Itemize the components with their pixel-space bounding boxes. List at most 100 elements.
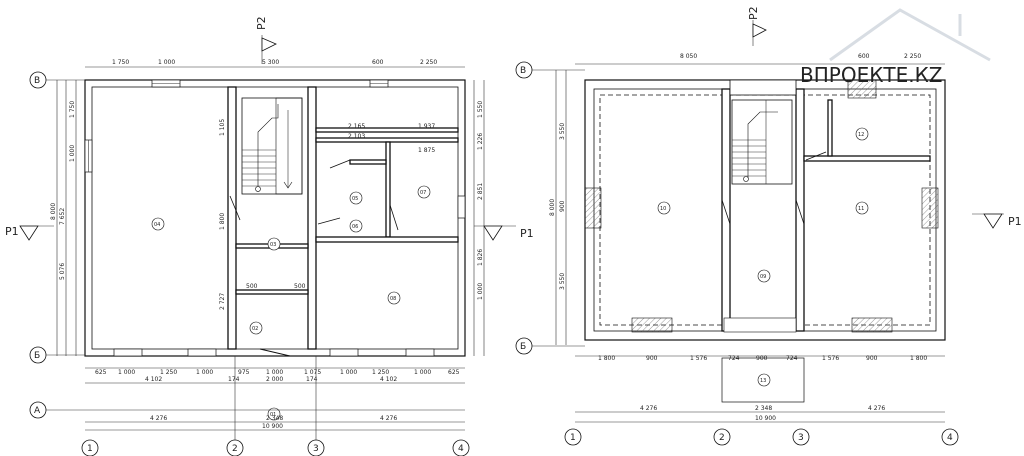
dim-text: 1 000	[266, 369, 283, 376]
axis-markers-right: В Б 1 2 3 4	[515, 61, 959, 446]
dim-text: 1 226	[477, 133, 484, 150]
bottom-dimensions-left: 625 1 000 1 250 1 000 975 1 000 1 075 1 …	[85, 367, 465, 431]
axis-label: Б	[34, 351, 40, 361]
dim-text: 7 652	[59, 208, 66, 225]
dim-text: 8 050	[680, 53, 697, 60]
dim-text: 1 000	[196, 369, 213, 376]
top-dimensions-right: 8 050 600 2 250	[575, 53, 945, 65]
section-mark-p2-left: P2	[255, 16, 277, 64]
dim-text: 724	[786, 355, 798, 362]
axis-label: В	[520, 66, 526, 76]
axis-label: Б	[520, 342, 526, 352]
bottom-dimensions-right: 1 800 900 1 576 724 900 724 1 576 900 1 …	[575, 355, 945, 423]
section-mark-p2-right: P2	[747, 6, 767, 46]
dim-text: 4 102	[145, 376, 162, 383]
stair	[241, 97, 303, 195]
dim-text: 1 000	[69, 145, 76, 162]
room-label: 03	[270, 242, 276, 248]
dim-text: 2 348	[755, 405, 772, 412]
section-label: P2	[255, 16, 268, 30]
dim-text: 625	[95, 369, 107, 376]
section-mark-p1-mid: P1	[474, 225, 534, 241]
dim-text: 8 000	[50, 203, 57, 220]
room-label: 09	[760, 274, 766, 280]
dim-text: 10 900	[262, 423, 283, 430]
dim-text: 1 576	[822, 355, 839, 362]
top-dimensions-left: 1 750 1 000 5 300 600 2 250	[85, 59, 465, 68]
axis-label: 1	[87, 444, 93, 454]
axis-label: В	[34, 76, 40, 86]
dim-text: 1 750	[112, 59, 129, 66]
room-label: 04	[154, 222, 160, 228]
dim-text: 1 550	[477, 101, 484, 118]
room-label: 08	[390, 296, 396, 302]
watermark-text: ВПРОЕКТЕ.КZ	[800, 63, 943, 87]
dim-text: 500	[294, 283, 306, 290]
room-label: 01	[270, 412, 276, 418]
dim-text: 1 000	[340, 369, 357, 376]
dim-text: 1 800	[910, 355, 927, 362]
dim-text: 900	[866, 355, 878, 362]
dim-text: 1 000	[118, 369, 135, 376]
interior-wall	[227, 86, 237, 350]
dim-text: 2 103	[348, 133, 365, 140]
dim-text: 2 250	[904, 53, 921, 60]
dim-text: 1 826	[477, 249, 484, 266]
dim-text: 4 276	[640, 405, 657, 412]
dim-text: 900	[559, 200, 566, 212]
room-label: 12	[858, 132, 864, 138]
dim-text: 4 276	[868, 405, 885, 412]
dim-text: 2 348	[266, 415, 283, 422]
dim-text: 1 875	[418, 147, 435, 154]
room-label: 13	[760, 378, 766, 384]
dim-text: 1 000	[477, 283, 484, 300]
room-markers-left: 04 03 05 06 07 08 02 01	[151, 185, 431, 421]
axis-label: 3	[313, 444, 319, 454]
dim-text: 4 276	[380, 415, 397, 422]
dim-text: 4 276	[150, 415, 167, 422]
section-label: P1	[1008, 215, 1022, 228]
dim-text: 2 851	[477, 183, 484, 200]
dim-text: 3 550	[559, 123, 566, 140]
right-dimensions-left: 1 550 1 226 2 851 1 826 1 000	[473, 80, 485, 356]
dim-text: 5 300	[262, 59, 279, 66]
section-label: P1	[5, 225, 19, 238]
section-label: P1	[520, 227, 534, 240]
section-mark-p1-left: P1	[5, 225, 54, 241]
axis-label: 4	[947, 433, 953, 443]
dim-text: 1 000	[158, 59, 175, 66]
left-dimensions-left: 7 652 5 076 8 000 1 750 1 000	[50, 80, 77, 356]
dim-text: 1 250	[160, 369, 177, 376]
dim-text: 625	[448, 369, 460, 376]
dim-text: 2 000	[266, 376, 283, 383]
dim-text: 900	[756, 355, 768, 362]
dim-text: 975	[238, 369, 250, 376]
dim-text: 1 750	[69, 101, 76, 118]
dim-text: 174	[228, 376, 240, 383]
dim-text: 900	[646, 355, 658, 362]
left-dimensions-right: 3 550 900 3 550 8 000	[549, 70, 567, 345]
axis-label: 3	[798, 433, 804, 443]
axis-label: 2	[719, 433, 725, 443]
dim-text: 3 550	[559, 273, 566, 290]
dim-text: 1 075	[304, 369, 321, 376]
dim-text: 2 727	[219, 293, 226, 310]
left-plan: P2 P1 P1	[5, 16, 534, 456]
dim-text: 174	[306, 376, 318, 383]
room-label: 02	[252, 326, 258, 332]
dim-text: 1 105	[219, 119, 226, 136]
watermark: ВПРОЕКТЕ.КZ	[800, 8, 991, 87]
dim-text: 1 000	[414, 369, 431, 376]
right-plan: P2 P1	[515, 6, 1022, 446]
dim-text: 724	[728, 355, 740, 362]
room-markers-right: 10 09 11 12 13	[657, 127, 869, 387]
outer-wall	[84, 79, 466, 357]
dim-text: 1 576	[690, 355, 707, 362]
dim-text: 1 800	[219, 213, 226, 230]
axis-markers-left: В Б А 1 2 3 4	[29, 71, 470, 456]
stair-right	[731, 99, 793, 185]
dim-text: 500	[246, 283, 258, 290]
inner-dimensions-left: 1 105 1 800 2 727 1 937 2 103 2 165 1 87…	[219, 119, 435, 310]
outer-wall	[584, 79, 946, 341]
